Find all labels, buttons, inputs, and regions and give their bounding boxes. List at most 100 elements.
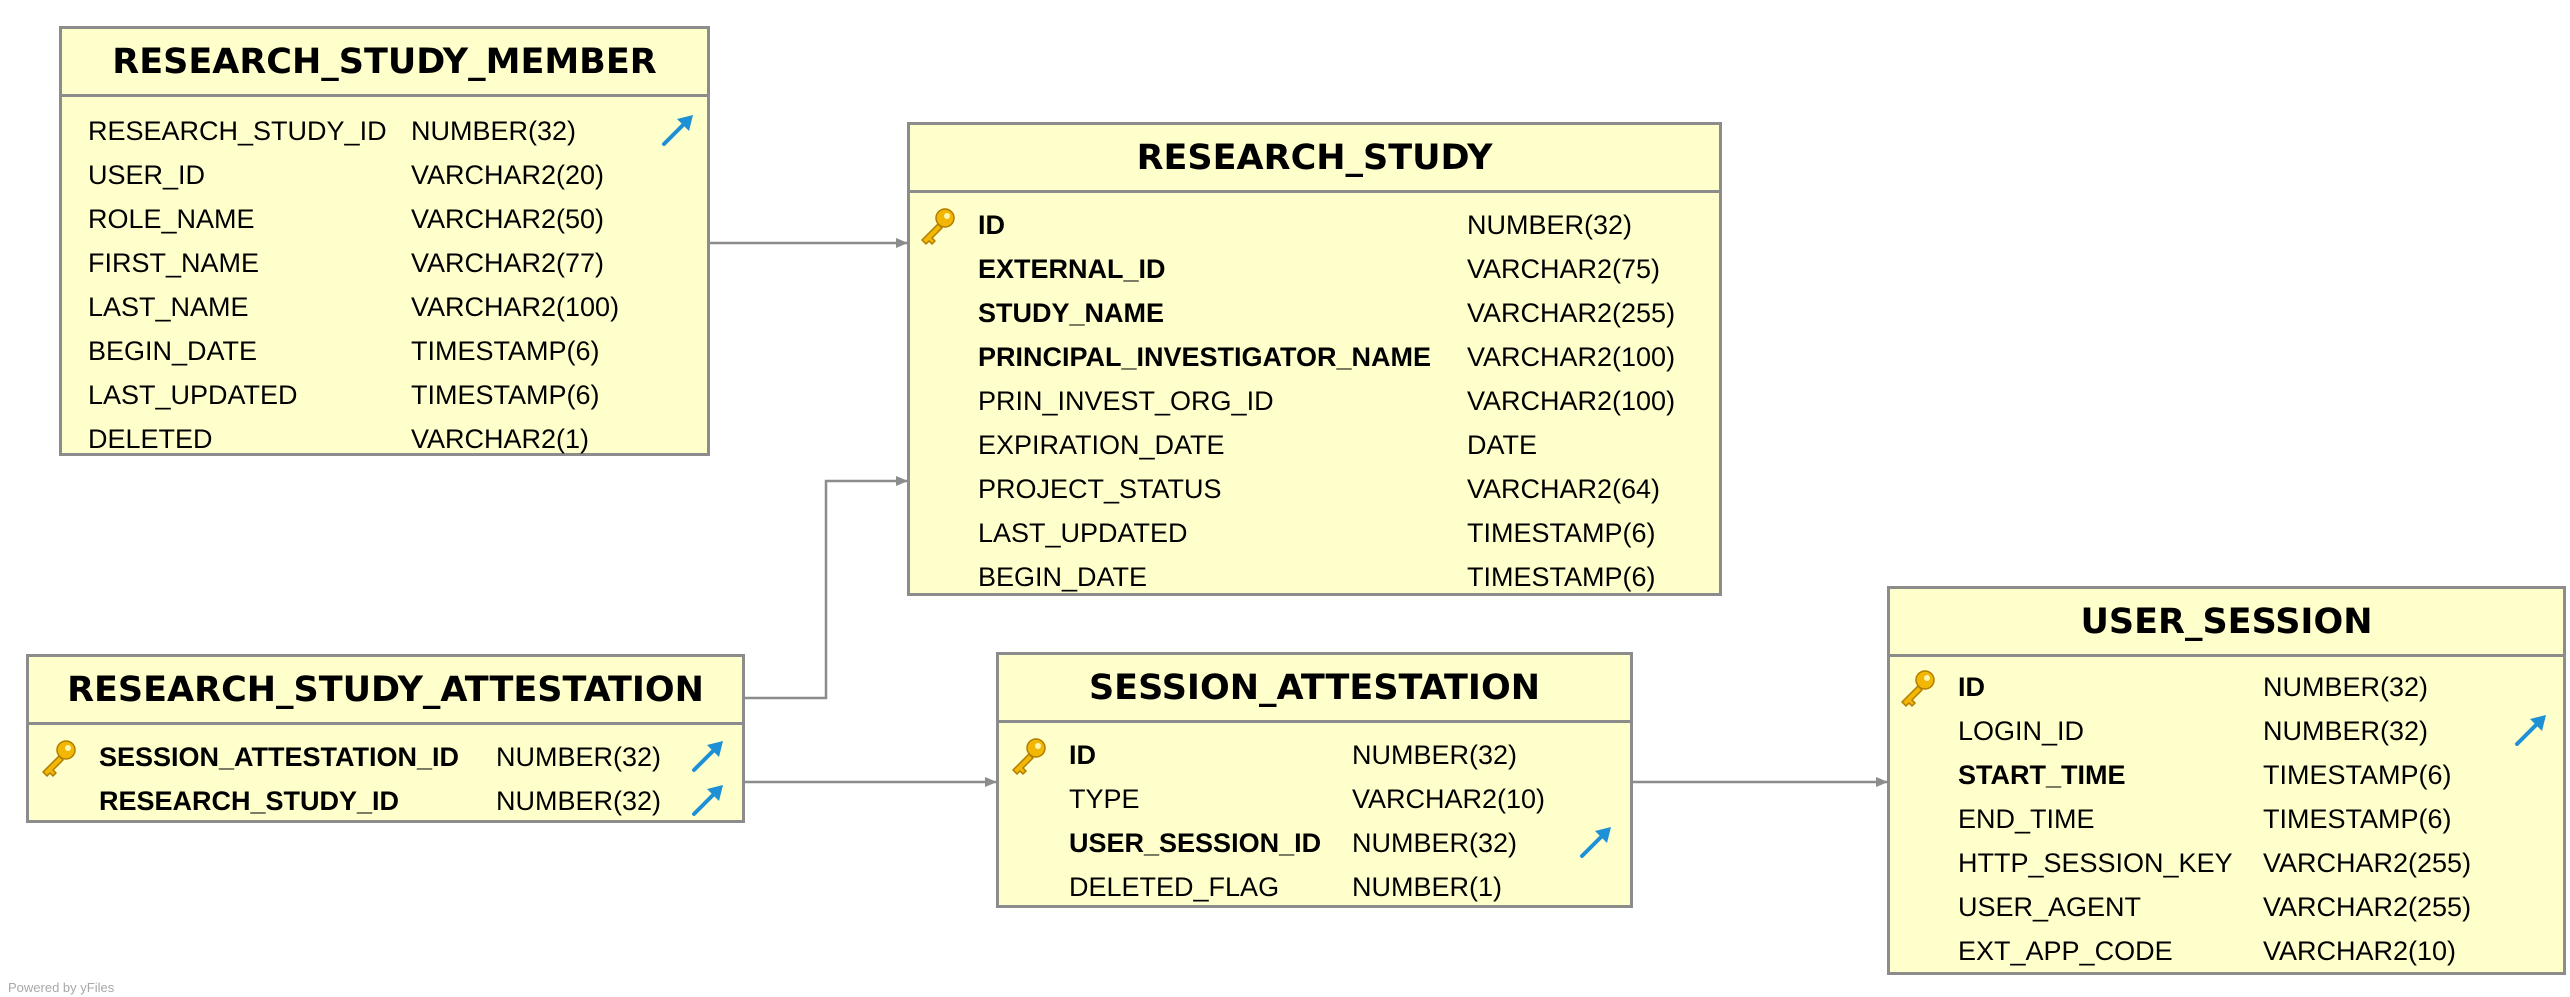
- column-type: TIMESTAMP(6): [411, 336, 600, 366]
- column-type: NUMBER(32): [2263, 672, 2429, 702]
- foreign-key-arrow-icon[interactable]: [659, 111, 697, 149]
- column-type: VARCHAR2(255): [2263, 892, 2472, 922]
- table-title: RESEARCH_STUDY_ATTESTATION: [29, 657, 742, 725]
- column-name: STUDY_NAME: [978, 298, 1165, 328]
- column-name: USER_ID: [88, 160, 206, 190]
- column-row[interactable]: EXPIRATION_DATE DATE: [910, 423, 1719, 467]
- column-type: NUMBER(32): [411, 116, 577, 146]
- table-research-study-attestation[interactable]: RESEARCH_STUDY_ATTESTATION SESSION_ATTES…: [26, 654, 745, 823]
- table-title: RESEARCH_STUDY_MEMBER: [62, 29, 707, 97]
- column-name: LAST_NAME: [88, 292, 249, 322]
- column-name: LOGIN_ID: [1958, 716, 2085, 746]
- column-name: ID: [978, 210, 1005, 240]
- column-name: PRINCIPAL_INVESTIGATOR_NAME: [978, 342, 1432, 372]
- table-title: SESSION_ATTESTATION: [999, 655, 1630, 723]
- column-type: VARCHAR2(100): [411, 292, 620, 322]
- column-name: ROLE_NAME: [88, 204, 255, 234]
- column-name: DELETED_FLAG: [1069, 872, 1280, 902]
- key-icon: [1898, 669, 1938, 709]
- column-row[interactable]: BEGIN_DATE TIMESTAMP(6): [910, 555, 1719, 599]
- column-name: USER_SESSION_ID: [1069, 828, 1322, 858]
- column-row[interactable]: DELETED VARCHAR2(1): [62, 417, 707, 461]
- column-name: RESEARCH_STUDY_ID: [99, 786, 400, 816]
- column-type: VARCHAR2(50): [411, 204, 605, 234]
- foreign-key-arrow-icon[interactable]: [689, 781, 727, 819]
- column-name: TYPE: [1069, 784, 1140, 814]
- column-row[interactable]: FIRST_NAME VARCHAR2(77): [62, 241, 707, 285]
- column-row[interactable]: LAST_NAME VARCHAR2(100): [62, 285, 707, 329]
- column-row[interactable]: EXTERNAL_ID VARCHAR2(75): [910, 247, 1719, 291]
- column-row[interactable]: LOGIN_ID NUMBER(32): [1890, 709, 2563, 753]
- column-row[interactable]: USER_SESSION_ID NUMBER(32): [999, 821, 1630, 865]
- column-name: EXPIRATION_DATE: [978, 430, 1225, 460]
- column-type: TIMESTAMP(6): [1467, 562, 1656, 592]
- column-row[interactable]: EXT_APP_CODE VARCHAR2(10): [1890, 929, 2563, 973]
- table-research-study[interactable]: RESEARCH_STUDY ID NUMBER(32) EXTERNAL_ID VA…: [907, 122, 1722, 596]
- column-type: VARCHAR2(75): [1467, 254, 1661, 284]
- table-title: RESEARCH_STUDY: [910, 125, 1719, 193]
- column-row[interactable]: ID NUMBER(32): [999, 733, 1630, 777]
- column-type: NUMBER(32): [496, 786, 662, 816]
- column-name: BEGIN_DATE: [978, 562, 1148, 592]
- column-type: VARCHAR2(100): [1467, 386, 1676, 416]
- powered-by-footer: Powered by yFiles: [8, 980, 115, 995]
- column-row[interactable]: ID NUMBER(32): [910, 203, 1719, 247]
- column-type: VARCHAR2(1): [411, 424, 590, 454]
- column-name: HTTP_SESSION_KEY: [1958, 848, 2233, 878]
- column-name: FIRST_NAME: [88, 248, 260, 278]
- foreign-key-arrow-icon[interactable]: [2512, 711, 2550, 749]
- column-name: LAST_UPDATED: [978, 518, 1188, 548]
- column-row[interactable]: TYPE VARCHAR2(10): [999, 777, 1630, 821]
- column-name: RESEARCH_STUDY_ID: [88, 116, 387, 146]
- column-name: ID: [1958, 672, 1985, 702]
- column-type: NUMBER(32): [496, 742, 662, 772]
- column-row[interactable]: START_TIME TIMESTAMP(6): [1890, 753, 2563, 797]
- column-row[interactable]: HTTP_SESSION_KEY VARCHAR2(255): [1890, 841, 2563, 885]
- column-row[interactable]: LAST_UPDATED TIMESTAMP(6): [910, 511, 1719, 555]
- column-type: VARCHAR2(20): [411, 160, 605, 190]
- column-type: TIMESTAMP(6): [1467, 518, 1656, 548]
- column-type: VARCHAR2(255): [2263, 848, 2472, 878]
- column-name: START_TIME: [1958, 760, 2126, 790]
- foreign-key-arrow-icon[interactable]: [689, 737, 727, 775]
- column-type: NUMBER(32): [1467, 210, 1633, 240]
- foreign-key-arrow-icon[interactable]: [1577, 823, 1615, 861]
- column-type: NUMBER(32): [1352, 828, 1518, 858]
- column-type: VARCHAR2(77): [411, 248, 605, 278]
- column-name: PROJECT_STATUS: [978, 474, 1222, 504]
- column-name: EXT_APP_CODE: [1958, 936, 2173, 966]
- column-name: ID: [1069, 740, 1096, 770]
- column-type: DATE: [1467, 430, 1538, 460]
- column-type: NUMBER(32): [1352, 740, 1518, 770]
- key-icon: [39, 739, 79, 779]
- column-name: EXTERNAL_ID: [978, 254, 1166, 284]
- column-row[interactable]: RESEARCH_STUDY_ID NUMBER(32): [62, 109, 707, 153]
- column-row[interactable]: PRIN_INVEST_ORG_ID VARCHAR2(100): [910, 379, 1719, 423]
- column-type: VARCHAR2(10): [1352, 784, 1546, 814]
- column-type: NUMBER(32): [2263, 716, 2429, 746]
- column-type: VARCHAR2(10): [2263, 936, 2457, 966]
- column-row[interactable]: USER_ID VARCHAR2(20): [62, 153, 707, 197]
- column-type: VARCHAR2(64): [1467, 474, 1661, 504]
- table-session-attestation[interactable]: SESSION_ATTESTATION ID NUMBER(32) TYPE VARC…: [996, 652, 1633, 908]
- table-research-study-member[interactable]: RESEARCH_STUDY_MEMBER RESEARCH_STUDY_ID N…: [59, 26, 710, 456]
- column-type: TIMESTAMP(6): [2263, 760, 2452, 790]
- column-row[interactable]: PROJECT_STATUS VARCHAR2(64): [910, 467, 1719, 511]
- column-name: DELETED: [88, 424, 213, 454]
- column-row[interactable]: RESEARCH_STUDY_ID NUMBER(32): [29, 779, 742, 823]
- column-row[interactable]: ROLE_NAME VARCHAR2(50): [62, 197, 707, 241]
- key-icon: [918, 207, 958, 247]
- column-name: PRIN_INVEST_ORG_ID: [978, 386, 1274, 416]
- column-row[interactable]: ID NUMBER(32): [1890, 665, 2563, 709]
- column-row[interactable]: DELETED_FLAG NUMBER(1): [999, 865, 1630, 909]
- column-type: NUMBER(1): [1352, 872, 1503, 902]
